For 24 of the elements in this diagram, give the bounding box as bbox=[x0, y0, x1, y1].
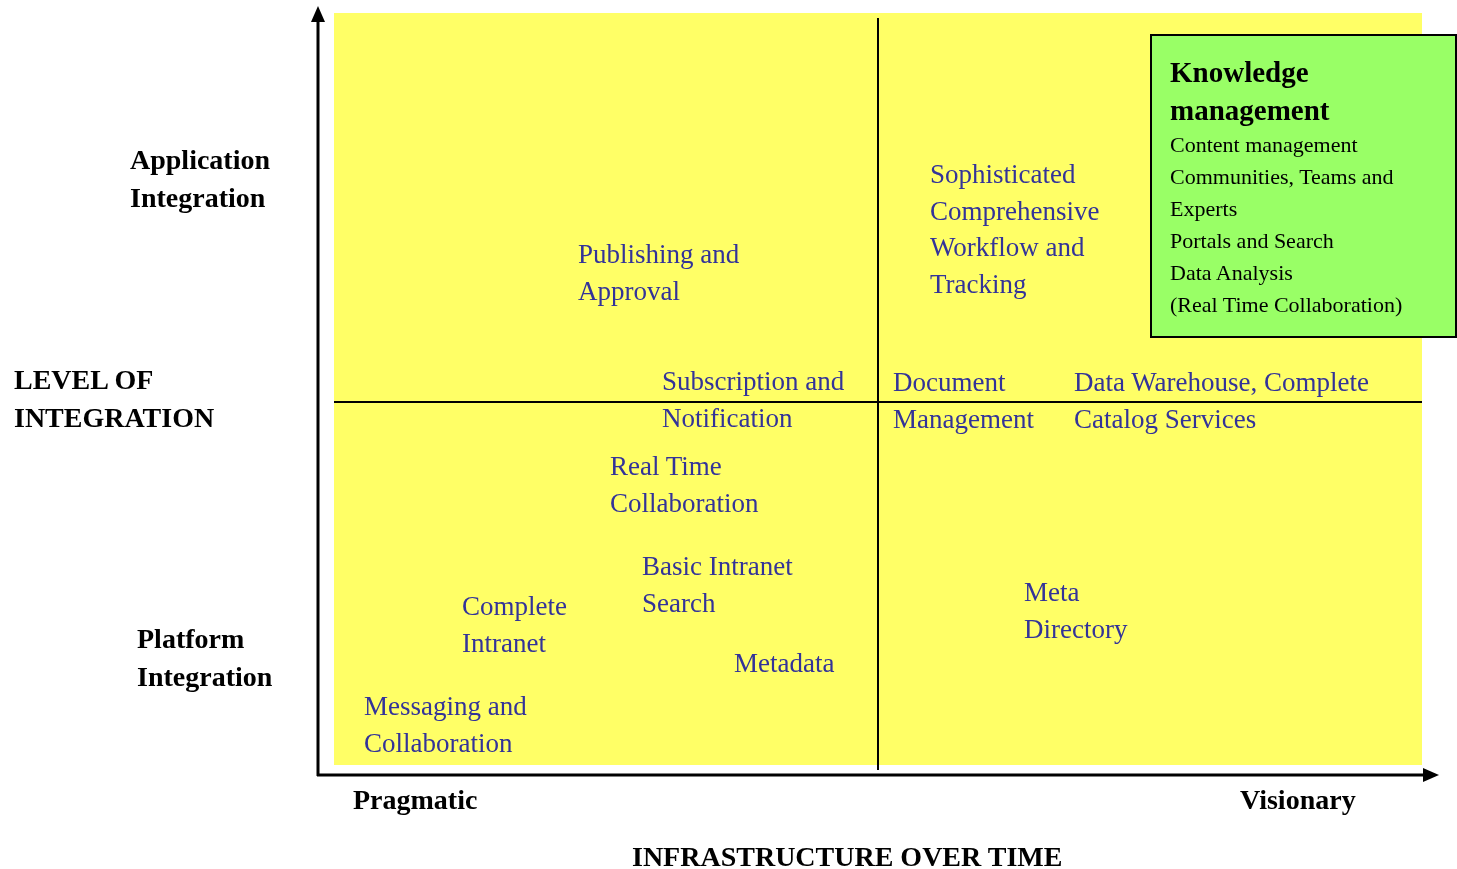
quadrant-item: Real Time Collaboration bbox=[610, 450, 760, 520]
quadrant-item: Publishing and Approval bbox=[578, 238, 741, 308]
quadrant-item: Metadata bbox=[734, 647, 835, 680]
axis-title: LEVEL OF INTEGRATION bbox=[14, 363, 216, 436]
quadrant-item: Subscription and Notification bbox=[662, 365, 846, 435]
axis-title: INFRASTRUCTURE OVER TIME bbox=[632, 840, 1063, 869]
list-item: Portals and Search bbox=[1170, 227, 1335, 256]
list-item: Content management bbox=[1170, 131, 1359, 160]
box-heading: Knowledge management bbox=[1170, 55, 1331, 128]
quadrant-item: Complete Intranet bbox=[462, 590, 568, 660]
list-item: Communities, Teams and Experts bbox=[1170, 163, 1395, 224]
quadrant-item: Data Warehouse, Complete Catalog Services bbox=[1074, 366, 1370, 436]
quadrant-item: Document Management bbox=[893, 366, 1035, 436]
axis-label: Pragmatic bbox=[353, 783, 478, 817]
quadrant-item: Basic Intranet Search bbox=[642, 550, 794, 620]
axis-label: Visionary bbox=[1240, 783, 1356, 817]
quadrant-item: Meta Directory bbox=[1024, 576, 1129, 646]
quadrant-item: Sophisticated Comprehensive Workflow and Tracking bbox=[930, 158, 1101, 302]
highlight-box bbox=[1150, 34, 1457, 338]
list-item: Data Analysis bbox=[1170, 258, 1294, 287]
list-item: (Real Time Collaboration) bbox=[1170, 290, 1404, 319]
quadrant-item: Messaging and Collaboration bbox=[364, 690, 528, 760]
axis-label: Platform Integration bbox=[137, 622, 274, 695]
axis-label: Application Integration bbox=[130, 143, 272, 216]
